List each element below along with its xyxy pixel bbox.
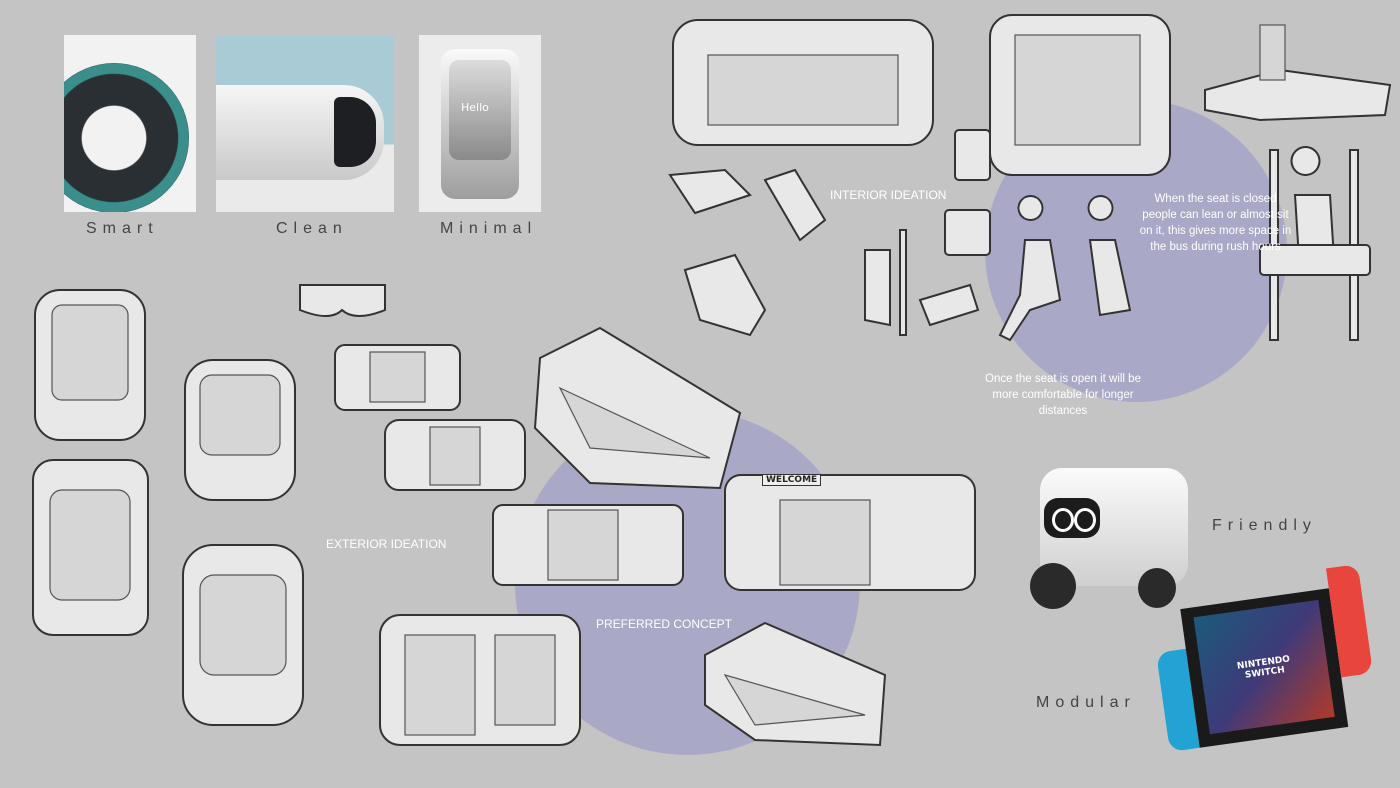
- robot-image: [1030, 468, 1190, 613]
- sketch-exterior-top-2: [334, 344, 461, 411]
- sketch-concept-iso-2: [379, 614, 581, 746]
- sketch-interior-cabin-2: [989, 14, 1171, 176]
- sketch-seat-1: [668, 168, 752, 215]
- label-interior-ideation: INTERIOR IDEATION: [830, 188, 947, 202]
- label-preferred-concept: PREFERRED CONCEPT: [596, 617, 733, 631]
- sketch-concept-side: [492, 504, 684, 586]
- sketch-passengers: [998, 195, 1132, 342]
- sketch-exterior-front-3: [32, 459, 149, 636]
- label-exterior-ideation: EXTERIOR IDEATION: [326, 537, 447, 551]
- hello-text: Hello: [461, 101, 489, 114]
- caption-modular: Modular: [1036, 694, 1136, 711]
- sketch-exterior-top-3: [384, 419, 526, 491]
- sketch-interior-platform: [1204, 24, 1392, 122]
- sketch-concept-iso-1: [533, 326, 742, 490]
- caption-friendly: Friendly: [1212, 517, 1317, 534]
- sketch-exterior-top-1: [299, 284, 386, 317]
- photo-minimal: Hello: [419, 35, 541, 212]
- sketch-seat-fold: [944, 129, 991, 256]
- welcome-sign: WELCOME: [762, 474, 822, 486]
- sketch-seat-3: [683, 253, 767, 337]
- note-seat-open: Once the seat is open it will be more co…: [985, 373, 1141, 417]
- note-seat-closed: When the seat is closed people can lean …: [1139, 193, 1292, 253]
- sketch-exterior-front-1: [34, 289, 146, 441]
- caption-smart: Smart: [86, 220, 159, 237]
- sketch-seat-2: [763, 168, 827, 242]
- photo-smart: [64, 35, 196, 212]
- sketch-exterior-front-2: [184, 359, 296, 501]
- sketch-seat-pole: [864, 229, 980, 336]
- sketch-interior-cabin-1: [672, 19, 934, 146]
- caption-minimal: Minimal: [440, 220, 538, 237]
- sketch-standing-person: [1259, 146, 1371, 341]
- sketch-concept-iso-3: [704, 621, 887, 747]
- sketch-concept-welcome: [724, 474, 976, 591]
- caption-clean: Clean: [276, 220, 348, 237]
- switch-image: NINTENDO SWITCH: [1148, 564, 1380, 754]
- sketch-exterior-front-4: [182, 544, 304, 726]
- photo-clean: [216, 35, 394, 212]
